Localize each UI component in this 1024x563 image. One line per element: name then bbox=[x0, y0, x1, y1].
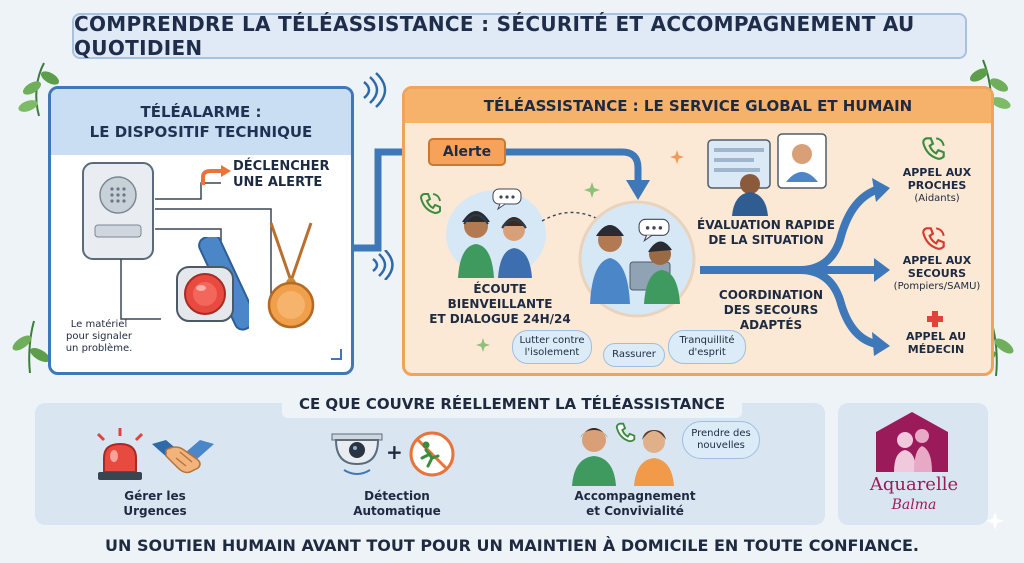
item2-line1: Détection bbox=[364, 489, 430, 503]
phone-icon bbox=[922, 227, 945, 250]
brand-sub: Balma bbox=[891, 497, 937, 513]
trigger-line2: UNE ALERTE bbox=[233, 175, 323, 190]
bubble-isolement-line2: l'isolement bbox=[524, 347, 580, 358]
note-line1: Le matériel bbox=[70, 319, 128, 330]
telealarme-panel: TÉLÉALARME : LE DISPOSITIF TECHNIQUE DÉC… bbox=[48, 86, 354, 375]
sparkle-icon bbox=[476, 338, 490, 352]
bubble-tranquillite-line2: d'esprit bbox=[688, 347, 726, 358]
chat-bubble-icon bbox=[492, 188, 522, 210]
evaluation-line2: DE LA SITUATION bbox=[708, 233, 824, 247]
outcome-medecin: APPEL AU MÉDECIN bbox=[886, 330, 986, 356]
sparkle-icon bbox=[670, 150, 684, 164]
item3-line2: et Convivialité bbox=[586, 504, 684, 518]
secours-line2: SECOURS bbox=[907, 267, 967, 280]
chat-bubble-icon bbox=[638, 218, 670, 242]
trigger-alert-label: DÉCLENCHER UNE ALERTE bbox=[233, 159, 343, 191]
device-note: Le matériel pour signaler un problème. bbox=[59, 319, 139, 355]
brand-logo-mark bbox=[876, 412, 948, 472]
brand-name: Aquarelle bbox=[869, 474, 959, 495]
bubble-nouvelles-line1: Prendre des bbox=[691, 428, 751, 439]
coordination-line1: COORDINATION bbox=[718, 288, 824, 302]
secours-line1: APPEL AUX bbox=[902, 254, 972, 267]
alerte-tag: Alerte bbox=[428, 138, 506, 166]
trigger-arrow-icon bbox=[201, 165, 231, 185]
coordination-line3: ADAPTÉS bbox=[739, 318, 803, 332]
fall-detection-icon bbox=[409, 431, 455, 477]
operators-illustration bbox=[446, 190, 546, 278]
note-line2: pour signaler bbox=[66, 331, 132, 342]
proches-line1: APPEL AUX bbox=[902, 166, 972, 179]
coordination-line2: DES SECOURS bbox=[723, 303, 819, 317]
central-operators-illustration bbox=[578, 200, 696, 318]
telealarme-heading-line1: TÉLÉALARME : bbox=[140, 103, 262, 121]
note-line3: un problème. bbox=[65, 343, 133, 354]
item-accompagnement-label: Accompagnement et Convivialité bbox=[570, 489, 700, 519]
alarm-pendant-icon bbox=[267, 222, 315, 329]
ecoute-label: ÉCOUTE BIENVEILLANTE ET DIALOGUE 24H/24 bbox=[420, 282, 580, 327]
conviviality-illustration bbox=[572, 428, 674, 486]
item-urgences-label: Gérer les Urgences bbox=[100, 489, 210, 519]
leaf-decoration-bottom-left bbox=[12, 320, 50, 374]
corner-mark bbox=[331, 349, 342, 360]
ecoute-line2: ET DIALOGUE 24H/24 bbox=[429, 312, 571, 326]
bubble-isolement-line1: Lutter contre bbox=[519, 335, 585, 346]
coverage-title: CE QUE COUVRE RÉELLEMENT LA TÉLÉASSISTAN… bbox=[282, 390, 742, 418]
phone-icon bbox=[615, 422, 636, 443]
teleassistance-heading: TÉLÉASSISTANCE : LE SERVICE GLOBAL ET HU… bbox=[405, 89, 991, 123]
siren-icon bbox=[96, 428, 144, 480]
phone-icon bbox=[419, 193, 441, 215]
alarm-base-station-icon bbox=[82, 162, 154, 260]
leaf-decoration-left bbox=[18, 62, 60, 117]
telealarme-heading-line2: LE DISPOSITIF TECHNIQUE bbox=[89, 123, 313, 141]
flow-arrow bbox=[506, 148, 650, 200]
sparkle-icon bbox=[584, 182, 600, 198]
handshake-icon bbox=[152, 440, 214, 474]
telealarme-heading: TÉLÉALARME : LE DISPOSITIF TECHNIQUE bbox=[51, 89, 351, 155]
page-title: COMPRENDRE LA TÉLÉASSISTANCE : SÉCURITÉ … bbox=[72, 12, 967, 60]
trigger-line1: DÉCLENCHER bbox=[233, 159, 330, 174]
plus-sign: + bbox=[386, 440, 403, 464]
item1-line1: Gérer les bbox=[124, 489, 186, 503]
outcome-secours: APPEL AUX SECOURS (Pompiers/SAMU) bbox=[876, 254, 998, 293]
bubble-rassurer: Rassurer bbox=[603, 343, 665, 367]
leaf-decoration-right bbox=[969, 59, 1011, 114]
alarm-watch-icon bbox=[176, 237, 249, 331]
medecin-line2: MÉDECIN bbox=[907, 343, 965, 356]
item1-line2: Urgences bbox=[123, 504, 187, 518]
bubble-nouvelles-line2: nouvelles bbox=[697, 440, 745, 451]
evaluation-screen-illustration bbox=[707, 133, 827, 216]
item3-line1: Accompagnement bbox=[574, 489, 696, 503]
wireless-signal-icon bbox=[372, 250, 394, 280]
medical-cross-icon bbox=[927, 311, 943, 327]
dispatch-arrows bbox=[700, 178, 890, 356]
item2-line2: Automatique bbox=[353, 504, 441, 518]
proches-line2: PROCHES bbox=[907, 179, 967, 192]
secours-sub: (Pompiers/SAMU) bbox=[893, 281, 981, 292]
outcome-proches: APPEL AUX PROCHES (Aidants) bbox=[882, 166, 992, 205]
bubble-tranquillite-line1: Tranquillité bbox=[679, 335, 735, 346]
evaluation-label: ÉVALUATION RAPIDE DE LA SITUATION bbox=[696, 218, 836, 248]
evaluation-line1: ÉVALUATION RAPIDE bbox=[697, 218, 835, 232]
coordination-label: COORDINATION DES SECOURS ADAPTÉS bbox=[716, 288, 826, 333]
proches-sub: (Aidants) bbox=[914, 193, 960, 204]
phone-icon bbox=[922, 137, 945, 160]
medecin-line1: APPEL AU bbox=[905, 330, 967, 343]
wireless-signal-icon bbox=[363, 72, 387, 108]
ecoute-line1: ÉCOUTE BIENVEILLANTE bbox=[447, 282, 553, 311]
motion-sensor-icon bbox=[331, 433, 383, 475]
sparkle-icon bbox=[986, 512, 1004, 530]
item-detection-label: Détection Automatique bbox=[342, 489, 452, 519]
footer-tagline: UN SOUTIEN HUMAIN AVANT TOUT POUR UN MAI… bbox=[105, 535, 919, 555]
